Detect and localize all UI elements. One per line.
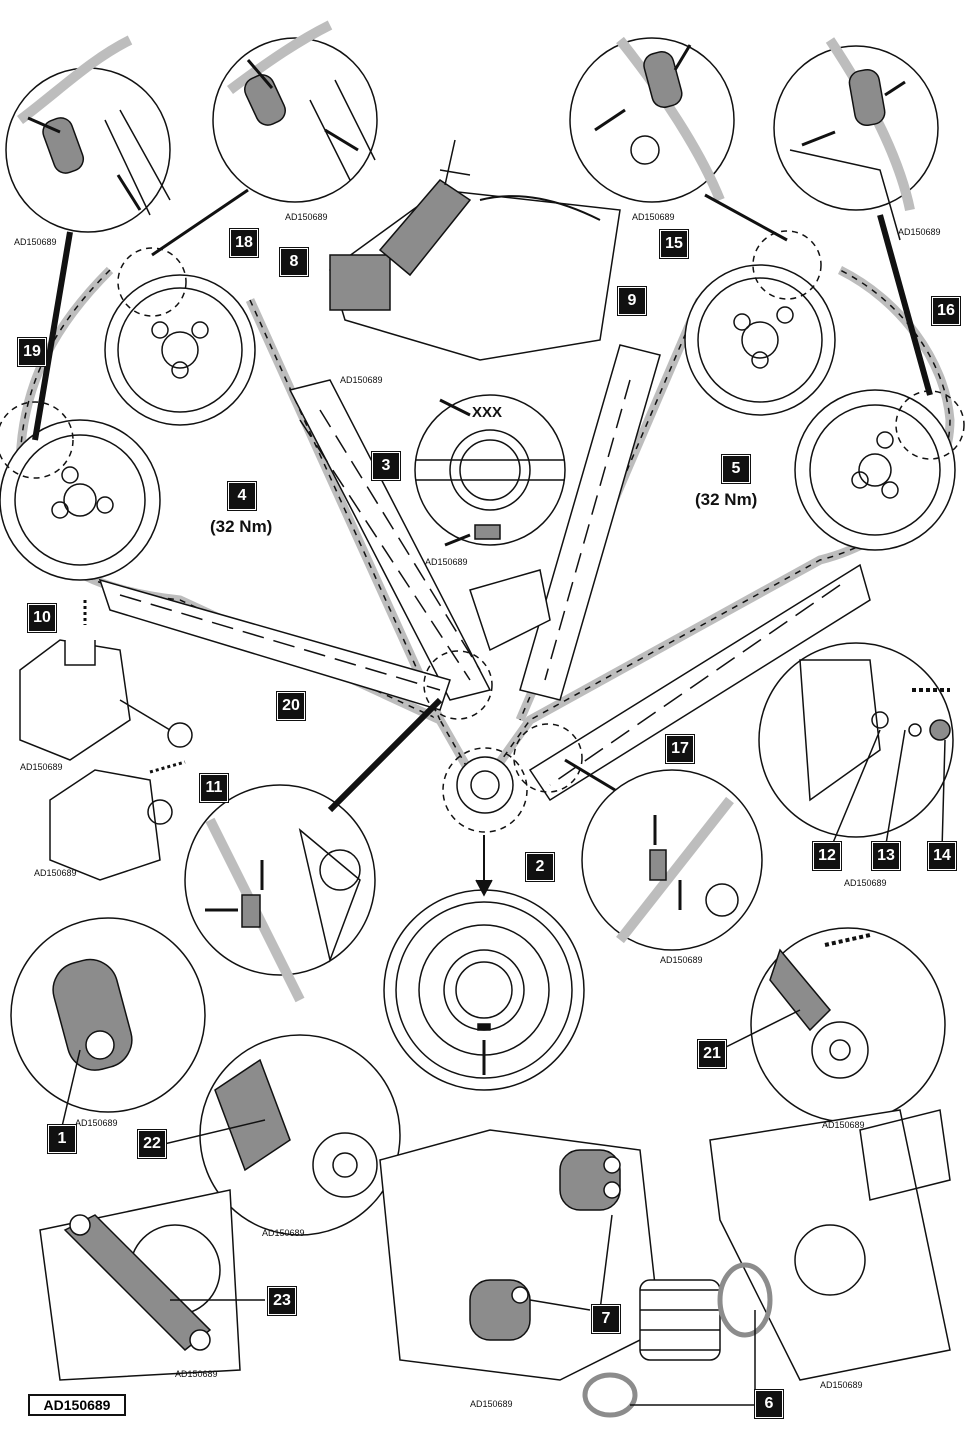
- sprocket-left-upper: [104, 274, 256, 426]
- callout-6: 6: [754, 1389, 784, 1419]
- ref-caption: AD150689: [285, 212, 328, 222]
- callout-5: 5: [721, 454, 751, 484]
- timing-mark-label: XXX: [472, 404, 503, 421]
- callout-23: 23: [267, 1286, 297, 1316]
- callout-2: 2: [525, 852, 555, 882]
- callout-4: 4: [227, 481, 257, 511]
- callout-11: 11: [199, 773, 229, 803]
- ref-caption: AD150689: [340, 375, 383, 385]
- sprocket-right-lower: [794, 389, 956, 551]
- sprocket-left-lower: [0, 419, 161, 581]
- ref-caption: AD150689: [75, 1118, 118, 1128]
- ref-caption: AD150689: [175, 1369, 218, 1379]
- callout-17: 17: [665, 734, 695, 764]
- callout-8: 8: [279, 247, 309, 277]
- reference-code-box: AD150689: [28, 1394, 126, 1416]
- ref-caption: AD150689: [425, 557, 468, 567]
- callout-12: 12: [812, 841, 842, 871]
- ref-caption: AD150689: [34, 868, 77, 878]
- callout-22: 22: [137, 1129, 167, 1159]
- callout-18: 18: [229, 228, 259, 258]
- callout-19: 19: [17, 337, 47, 367]
- ref-caption: AD150689: [470, 1399, 513, 1409]
- ref-caption: AD150689: [632, 212, 675, 222]
- callout-7: 7: [591, 1304, 621, 1334]
- ref-caption: AD150689: [20, 762, 63, 772]
- ref-caption: AD150689: [820, 1380, 863, 1390]
- callout-21: 21: [697, 1039, 727, 1069]
- callout-9: 9: [617, 286, 647, 316]
- sprocket-right-upper: [684, 264, 836, 416]
- callout-20: 20: [276, 691, 306, 721]
- ref-caption: AD150689: [844, 878, 887, 888]
- callout-15: 15: [659, 229, 689, 259]
- ref-caption: AD150689: [262, 1228, 305, 1238]
- callout-3: 3: [371, 451, 401, 481]
- torque-label-right: (32 Nm): [695, 490, 758, 509]
- ref-caption: AD150689: [822, 1120, 865, 1130]
- ref-caption: AD150689: [660, 955, 703, 965]
- ref-caption: AD150689: [14, 237, 57, 247]
- callout-14: 14: [927, 841, 957, 871]
- callout-13: 13: [871, 841, 901, 871]
- callout-1: 1: [47, 1124, 77, 1154]
- callout-16: 16: [931, 296, 961, 326]
- torque-label-left: (32 Nm): [210, 517, 273, 536]
- ref-caption: AD150689: [898, 227, 941, 237]
- callout-10: 10: [27, 603, 57, 633]
